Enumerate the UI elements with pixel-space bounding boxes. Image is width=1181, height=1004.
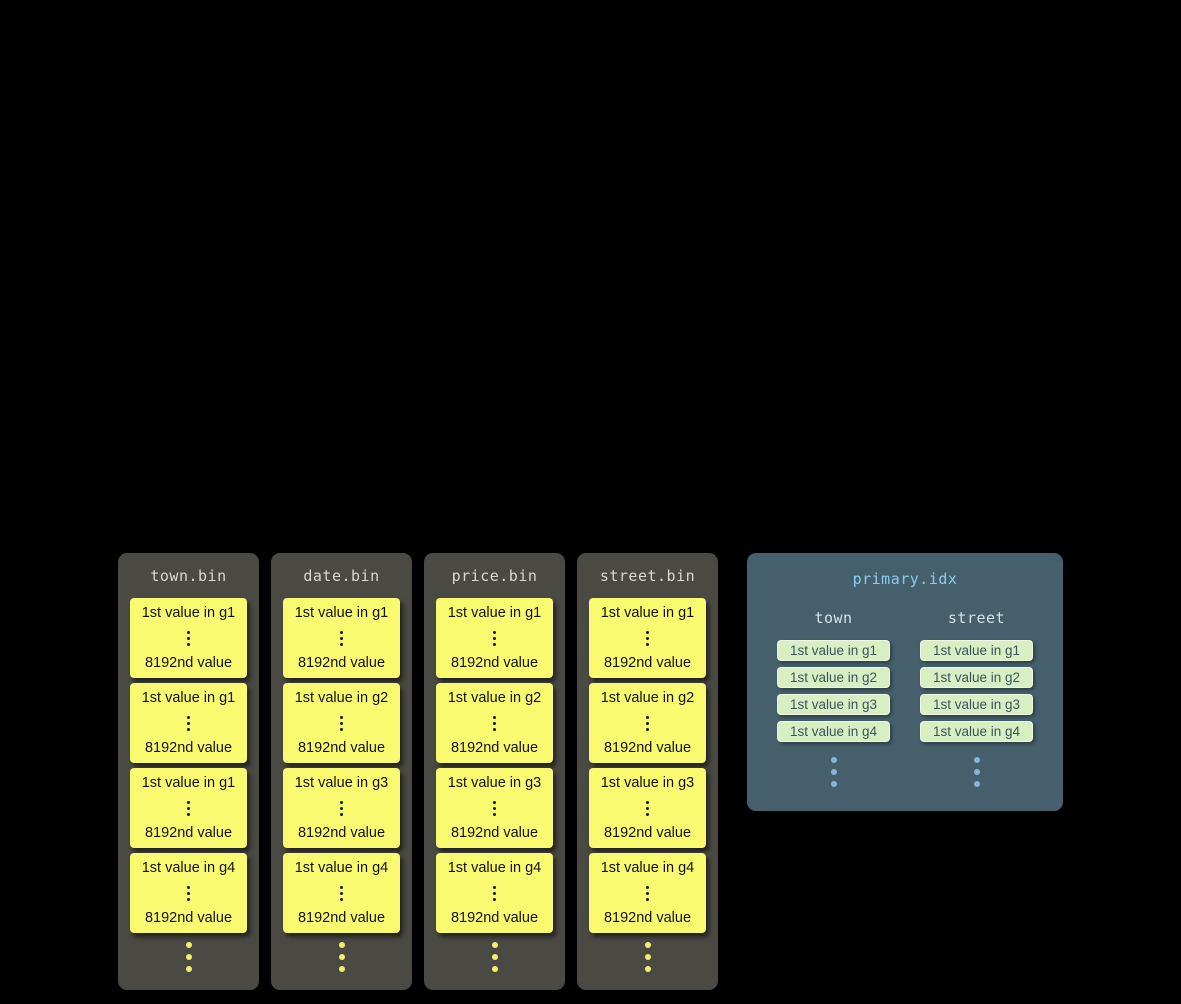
granule-first-value: 1st value in g1 [294, 605, 389, 621]
vertical-ellipsis-icon [187, 885, 190, 901]
granule-stack: 1st value in g1 8192nd value 1st value i… [271, 598, 412, 933]
index-entry: 1st value in g1 [920, 640, 1033, 661]
granule-last-value: 8192nd value [297, 825, 386, 841]
granule-last-value: 8192nd value [144, 910, 233, 926]
primary-index-body: town 1st value in g1 1st value in g2 1st… [747, 588, 1063, 787]
granule-card: 1st value in g3 8192nd value [589, 768, 706, 848]
granule-card: 1st value in g3 8192nd value [436, 768, 553, 848]
vertical-ellipsis-icon [646, 630, 649, 646]
granule-first-value: 1st value in g2 [447, 690, 542, 706]
granule-first-value: 1st value in g4 [294, 860, 389, 876]
index-entry: 1st value in g2 [777, 667, 890, 688]
granule-first-value: 1st value in g2 [294, 690, 389, 706]
vertical-ellipsis-icon [187, 800, 190, 816]
granule-card: 1st value in g2 8192nd value [436, 683, 553, 763]
more-granules-ellipsis-icon [271, 942, 412, 972]
granule-card: 1st value in g4 8192nd value [283, 853, 400, 933]
granule-first-value: 1st value in g1 [600, 605, 695, 621]
index-column-header: town [814, 609, 853, 627]
granule-last-value: 8192nd value [297, 655, 386, 671]
index-entry: 1st value in g4 [777, 721, 890, 742]
primary-index-panel: primary.idx town 1st value in g1 1st val… [747, 553, 1063, 811]
vertical-ellipsis-icon [493, 885, 496, 901]
vertical-ellipsis-icon [187, 715, 190, 731]
granule-first-value: 1st value in g1 [141, 605, 236, 621]
granule-card: 1st value in g1 8192nd value [130, 598, 247, 678]
granule-first-value: 1st value in g1 [141, 690, 236, 706]
granule-last-value: 8192nd value [450, 910, 539, 926]
more-entries-ellipsis-icon [973, 757, 980, 787]
granule-last-value: 8192nd value [297, 910, 386, 926]
granule-first-value: 1st value in g3 [447, 775, 542, 791]
primary-index-title: primary.idx [852, 570, 958, 588]
bin-file-column-street: street.bin 1st value in g1 8192nd value … [577, 553, 718, 990]
granule-last-value: 8192nd value [450, 740, 539, 756]
granule-last-value: 8192nd value [603, 740, 692, 756]
granule-last-value: 8192nd value [603, 910, 692, 926]
granule-card: 1st value in g1 8192nd value [130, 768, 247, 848]
bin-file-column-price: price.bin 1st value in g1 8192nd value 1… [424, 553, 565, 990]
granule-card: 1st value in g2 8192nd value [283, 683, 400, 763]
vertical-ellipsis-icon [646, 885, 649, 901]
granule-first-value: 1st value in g1 [141, 775, 236, 791]
granule-stack: 1st value in g1 8192nd value 1st value i… [424, 598, 565, 933]
vertical-ellipsis-icon [493, 715, 496, 731]
vertical-ellipsis-icon [646, 800, 649, 816]
granule-last-value: 8192nd value [144, 655, 233, 671]
granule-last-value: 8192nd value [603, 825, 692, 841]
vertical-ellipsis-icon [187, 630, 190, 646]
granule-card: 1st value in g4 8192nd value [589, 853, 706, 933]
granule-first-value: 1st value in g3 [600, 775, 695, 791]
granule-first-value: 1st value in g4 [141, 860, 236, 876]
index-column-street: street 1st value in g1 1st value in g2 1… [920, 588, 1033, 787]
granule-card: 1st value in g1 8192nd value [436, 598, 553, 678]
index-column-town: town 1st value in g1 1st value in g2 1st… [777, 588, 890, 787]
index-column-header: street [947, 609, 1006, 627]
granule-last-value: 8192nd value [297, 740, 386, 756]
granule-card: 1st value in g2 8192nd value [589, 683, 706, 763]
index-entry: 1st value in g4 [920, 721, 1033, 742]
vertical-ellipsis-icon [340, 630, 343, 646]
more-entries-ellipsis-icon [830, 757, 837, 787]
granule-last-value: 8192nd value [450, 825, 539, 841]
granule-card: 1st value in g3 8192nd value [283, 768, 400, 848]
vertical-ellipsis-icon [493, 630, 496, 646]
granule-first-value: 1st value in g4 [447, 860, 542, 876]
index-entry: 1st value in g2 [920, 667, 1033, 688]
more-granules-ellipsis-icon [118, 942, 259, 972]
bin-file-name: town.bin [150, 567, 227, 585]
index-entry: 1st value in g1 [777, 640, 890, 661]
more-granules-ellipsis-icon [424, 942, 565, 972]
granule-last-value: 8192nd value [450, 655, 539, 671]
granule-first-value: 1st value in g1 [447, 605, 542, 621]
granule-last-value: 8192nd value [144, 740, 233, 756]
granule-last-value: 8192nd value [603, 655, 692, 671]
bin-file-name: price.bin [451, 567, 538, 585]
bin-file-name: street.bin [599, 567, 696, 585]
bin-file-column-date: date.bin 1st value in g1 8192nd value 1s… [271, 553, 412, 990]
granule-stack: 1st value in g1 8192nd value 1st value i… [577, 598, 718, 933]
index-entry: 1st value in g3 [777, 694, 890, 715]
vertical-ellipsis-icon [340, 715, 343, 731]
granule-first-value: 1st value in g3 [294, 775, 389, 791]
more-granules-ellipsis-icon [577, 942, 718, 972]
granule-card: 1st value in g1 8192nd value [130, 683, 247, 763]
index-entry: 1st value in g3 [920, 694, 1033, 715]
granule-first-value: 1st value in g2 [600, 690, 695, 706]
granule-stack: 1st value in g1 8192nd value 1st value i… [118, 598, 259, 933]
granule-card: 1st value in g1 8192nd value [283, 598, 400, 678]
granule-last-value: 8192nd value [144, 825, 233, 841]
granule-card: 1st value in g4 8192nd value [436, 853, 553, 933]
vertical-ellipsis-icon [340, 885, 343, 901]
granule-card: 1st value in g4 8192nd value [130, 853, 247, 933]
granule-first-value: 1st value in g4 [600, 860, 695, 876]
bin-file-name: date.bin [303, 567, 380, 585]
vertical-ellipsis-icon [493, 800, 496, 816]
vertical-ellipsis-icon [340, 800, 343, 816]
bin-file-column-town: town.bin 1st value in g1 8192nd value 1s… [118, 553, 259, 990]
granule-card: 1st value in g1 8192nd value [589, 598, 706, 678]
vertical-ellipsis-icon [646, 715, 649, 731]
